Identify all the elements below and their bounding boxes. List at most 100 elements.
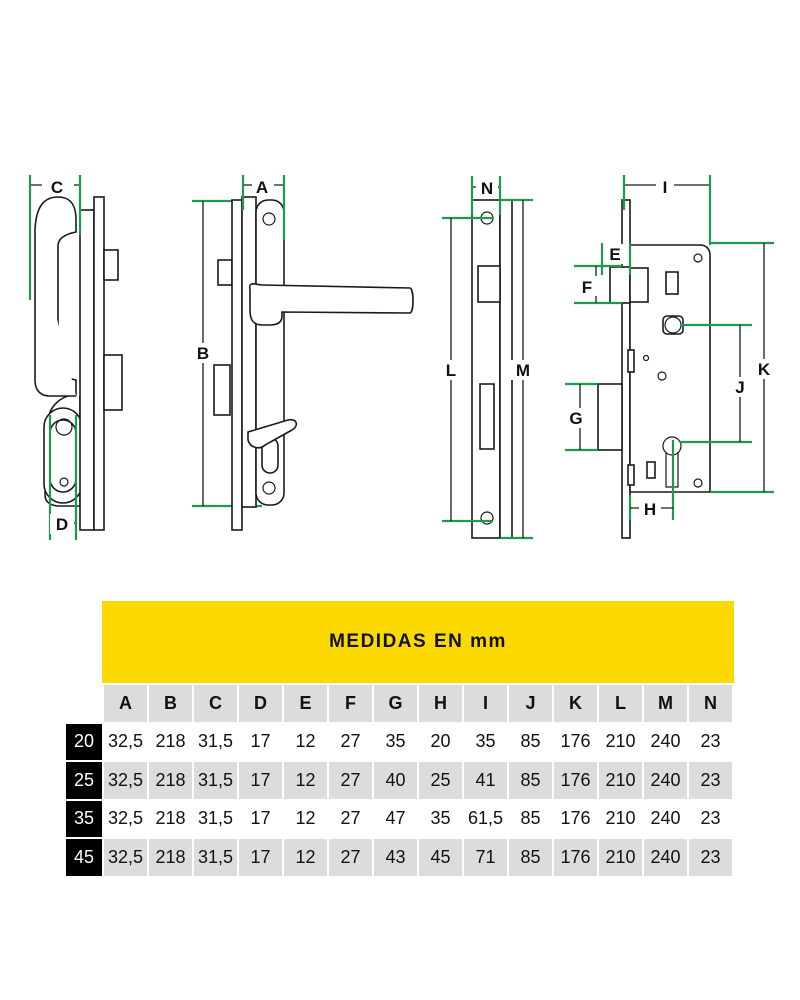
row-size-label: 25 [66, 762, 102, 799]
col-header-c: C [194, 685, 237, 722]
table-cell: 240 [644, 839, 687, 876]
table-cell: 17 [239, 723, 282, 760]
table-cell: 218 [149, 839, 192, 876]
table-cell: 12 [284, 723, 327, 760]
table-cell: 40 [374, 762, 417, 799]
table-cell: 210 [599, 839, 642, 876]
lock-body-view: I E F G H J K [565, 175, 776, 539]
col-header-i: I [464, 685, 507, 722]
dim-label-b: B [197, 344, 209, 363]
table-cell: 23 [689, 723, 732, 760]
table-cell: 240 [644, 800, 687, 837]
table-cell: 35 [464, 723, 507, 760]
table-cell: 71 [464, 839, 507, 876]
table-cell: 23 [689, 839, 732, 876]
dim-label-a: A [256, 178, 268, 197]
table-cell: 12 [284, 762, 327, 799]
dim-label-h: H [644, 500, 656, 519]
handle-front-view: A B [192, 175, 414, 531]
dim-label-e: E [609, 245, 620, 264]
table-cell: 61,5 [464, 800, 507, 837]
table-cell: 47 [374, 800, 417, 837]
table-cell: 35 [374, 723, 417, 760]
table-cell: 31,5 [194, 800, 237, 837]
lock-dimension-diagram: C D A B [28, 175, 776, 540]
col-header-b: B [149, 685, 192, 722]
table-cell: 41 [464, 762, 507, 799]
table-cell: 31,5 [194, 839, 237, 876]
table-cell: 32,5 [104, 723, 147, 760]
table-cell: 85 [509, 723, 552, 760]
table-cell: 12 [284, 839, 327, 876]
faceplate-view: N L M [441, 176, 535, 540]
dim-label-g: G [569, 409, 582, 428]
dim-label-c: C [51, 178, 63, 197]
table-cell: 27 [329, 839, 372, 876]
table-cell: 23 [689, 800, 732, 837]
table-cell: 32,5 [104, 800, 147, 837]
col-header-f: F [329, 685, 372, 722]
table-cell: 176 [554, 839, 597, 876]
row-size-label: 45 [66, 839, 102, 876]
table-cell: 176 [554, 723, 597, 760]
dim-label-m: M [516, 361, 530, 380]
table-cell: 240 [644, 723, 687, 760]
table-cell: 176 [554, 800, 597, 837]
table-cell: 240 [644, 762, 687, 799]
col-header-h: H [419, 685, 462, 722]
col-header-k: K [554, 685, 597, 722]
table-cell: 23 [689, 762, 732, 799]
table-cell: 210 [599, 800, 642, 837]
dim-label-j: J [735, 378, 744, 397]
table-cell: 218 [149, 800, 192, 837]
table-cell: 17 [239, 839, 282, 876]
table-cell: 32,5 [104, 839, 147, 876]
col-header-l: L [599, 685, 642, 722]
table-cell: 85 [509, 800, 552, 837]
table-cell: 31,5 [194, 762, 237, 799]
table-cell: 85 [509, 762, 552, 799]
table-cell: 35 [419, 800, 462, 837]
table-cell: 32,5 [104, 762, 147, 799]
col-header-g: G [374, 685, 417, 722]
col-header-e: E [284, 685, 327, 722]
table-cell: 27 [329, 800, 372, 837]
table-cell: 17 [239, 800, 282, 837]
dim-label-d: D [56, 515, 68, 534]
table-header-row: A B C D E F G H I J K L M N [66, 685, 732, 722]
table-title: MEDIDAS EN mm [102, 601, 734, 683]
table-cell: 25 [419, 762, 462, 799]
dim-label-l: L [446, 361, 456, 380]
header-corner [66, 685, 102, 722]
table-cell: 27 [329, 762, 372, 799]
col-header-j: J [509, 685, 552, 722]
handle-side-view: C D [28, 175, 123, 540]
row-size-label: 20 [66, 723, 102, 760]
table-cell: 210 [599, 723, 642, 760]
table-cell: 17 [239, 762, 282, 799]
col-header-n: N [689, 685, 732, 722]
table-cell: 210 [599, 762, 642, 799]
table-cell: 31,5 [194, 723, 237, 760]
row-size-label: 35 [66, 800, 102, 837]
col-header-m: M [644, 685, 687, 722]
table-cell: 218 [149, 762, 192, 799]
table-cell: 12 [284, 800, 327, 837]
table-cell: 43 [374, 839, 417, 876]
table-cell: 27 [329, 723, 372, 760]
col-header-a: A [104, 685, 147, 722]
dim-label-i: I [663, 178, 668, 197]
table-cell: 176 [554, 762, 597, 799]
table-cell: 85 [509, 839, 552, 876]
col-header-d: D [239, 685, 282, 722]
dim-label-k: K [758, 360, 771, 379]
table-cell: 218 [149, 723, 192, 760]
dim-label-n: N [481, 179, 493, 198]
table-cell: 20 [419, 723, 462, 760]
dim-label-f: F [582, 278, 592, 297]
